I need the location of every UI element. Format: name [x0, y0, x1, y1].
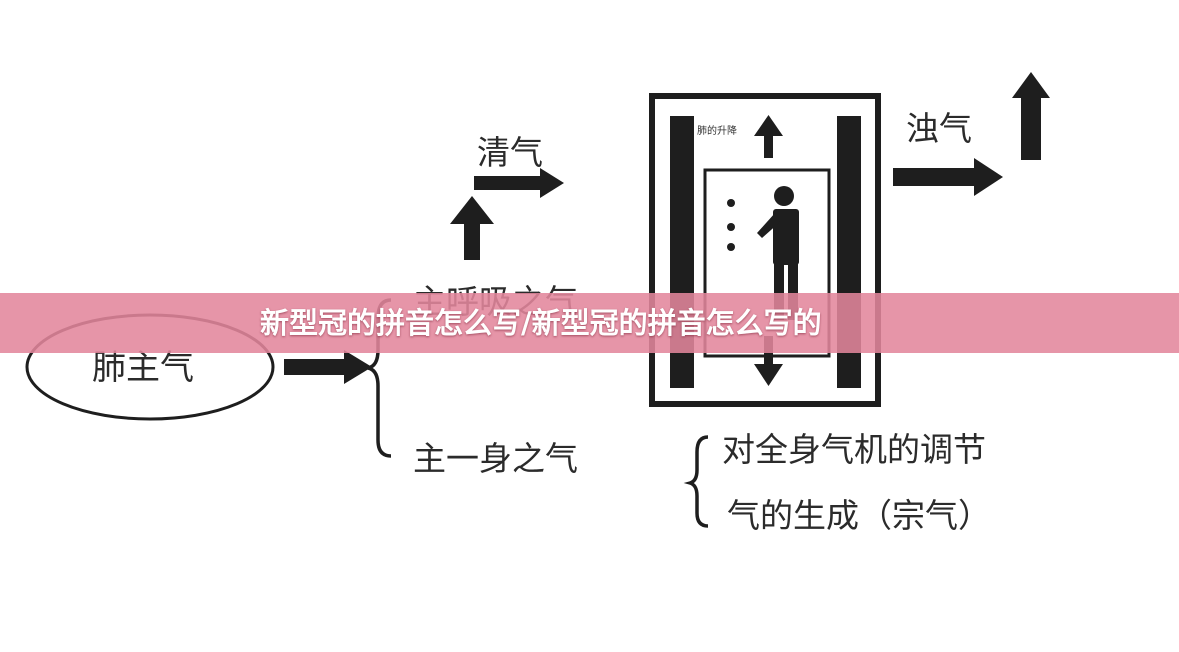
lung-label: 肺主气: [92, 348, 194, 388]
turbid-qi-right-arrow: [893, 158, 1003, 196]
function-line-1: 对全身气机的调节: [722, 430, 986, 469]
clear-qi-label: 清气: [477, 133, 543, 172]
box-small-label: 肺的升降: [697, 126, 737, 137]
person-icon: [757, 186, 799, 320]
title-banner: 新型冠的拼音怎么写/新型冠的拼音怎么写的: [0, 293, 1179, 353]
dot-2: [727, 223, 735, 231]
clear-qi-right-arrow: [474, 168, 564, 198]
right-brace: [683, 435, 709, 528]
function-line-2: 气的生成（宗气）: [727, 496, 991, 535]
clear-qi-up-arrow: [450, 196, 494, 260]
outer-box: [649, 93, 881, 407]
lung-right-arrow: [284, 350, 372, 384]
dot-3: [727, 243, 735, 251]
body-label: 主一身之气: [413, 439, 578, 478]
banner-title: 新型冠的拼音怎么写/新型冠的拼音怎么写的: [260, 306, 822, 340]
dot-1: [727, 199, 735, 207]
box-up-arrow: [754, 115, 783, 158]
turbid-qi-label: 浊气: [906, 109, 972, 148]
turbid-qi-up-arrow: [1012, 72, 1050, 160]
